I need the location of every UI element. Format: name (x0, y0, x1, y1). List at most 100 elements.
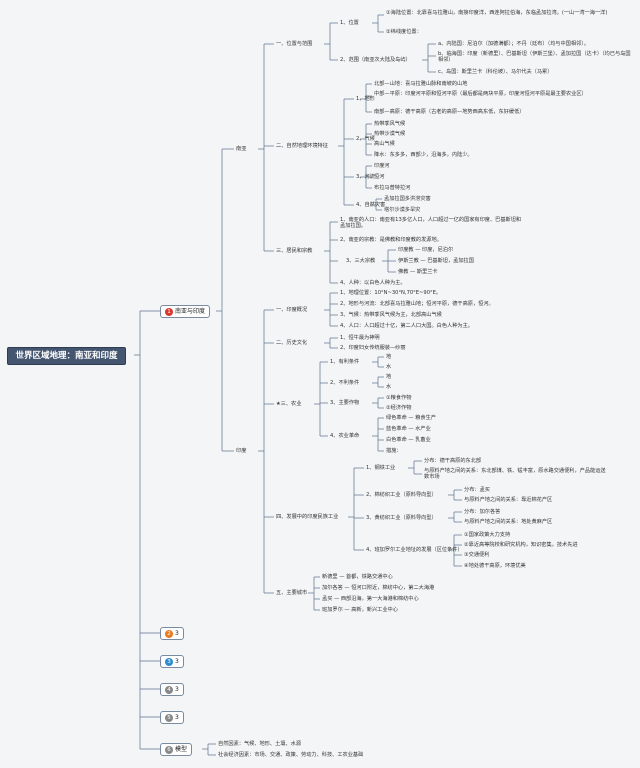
node-disasters[interactable]: 4、自然灾害 (356, 202, 386, 208)
node-major-cities[interactable]: 五、主要城市 (276, 590, 308, 596)
node-jute-distribution[interactable]: 分布：加尔各答 (464, 509, 501, 515)
node-river-brahmaputra[interactable]: 布拉马普特拉河 (374, 185, 411, 191)
node-three-religions[interactable]: 3、三大宗教 (346, 258, 376, 264)
branch-label: 3 (175, 686, 179, 693)
node-rivers[interactable]: 3、河流 (356, 174, 375, 180)
node-population-religion[interactable]: 三、居民和宗教 (276, 248, 313, 254)
node-river-ganges[interactable]: 恒河 (374, 174, 385, 180)
node-revolution-measures[interactable]: 措施： (386, 448, 402, 454)
node-agri-favorable-land[interactable]: 地 (386, 354, 392, 360)
node-terrain-middle[interactable]: 中部—平原：印度河平原和恒河平原（最后都是两块平原，印度河恒河平原是最主要农业区… (374, 91, 587, 97)
node-agri-food-crops[interactable]: ①粮食作物 (386, 395, 412, 401)
node-culture-sari[interactable]: 2、印度妇女传统服装—纱丽 (340, 345, 406, 351)
node-climate-desert[interactable]: 热带沙漠气候 (374, 131, 406, 137)
node-disaster-drought[interactable]: 塔尔沙漠多旱灾 (384, 207, 421, 213)
node-blue-revolution[interactable]: 蓝色革命 — 水产业 (386, 426, 431, 432)
branch-label: 3 (175, 658, 179, 665)
node-hinduism[interactable]: 印度教 — 印度，尼泊尔 (398, 247, 454, 253)
node-model-natural[interactable]: 自然因素：气候、地形、土壤、水源 (218, 741, 302, 747)
node-religion-origin[interactable]: 2、南亚的宗教：是佛教和印度教的发源地。 (340, 237, 442, 243)
node-city-kolkata[interactable]: 加尔各答 — 恒河口附近，棉纺中心，第二大海港 (322, 585, 435, 591)
node-agriculture[interactable]: ★三、农业 (276, 401, 302, 407)
node-cotton-raw-material[interactable]: 与原料产地之间的关系：靠近棉花产区 (464, 497, 553, 503)
node-culture-cow[interactable]: 1、恒牛最为神明 (340, 335, 380, 341)
branch-number-badge: 4 (165, 685, 173, 694)
node-city-new-delhi[interactable]: 新德里 — 首都，铁路交通中心 (322, 574, 393, 580)
node-cotton-industry[interactable]: 2、棉纺织工业（原料导向型） (366, 492, 437, 498)
node-agri-favorable[interactable]: 1、有利条件 (330, 359, 360, 365)
node-jute-raw-material[interactable]: 与原料产地之间的关系：地处黄麻产区 (464, 519, 553, 525)
node-south-asia[interactable]: 南亚 (236, 146, 247, 152)
node-position-latitude[interactable]: ②纬线度位置： (386, 29, 422, 35)
node-india[interactable]: 印度 (236, 448, 247, 454)
branch-label: 模型 (175, 746, 188, 753)
node-natural-features[interactable]: 二、自然地理环境特征 (276, 143, 328, 149)
branch-label: 3 (175, 714, 179, 721)
branch-number-badge: 5 (165, 713, 173, 722)
node-agri-crops[interactable]: 3、主要作物 (330, 400, 360, 406)
node-history-culture[interactable]: 二、历史文化 (276, 340, 308, 346)
node-jute-industry[interactable]: 3、黄纺织工业（原料导向型） (366, 515, 437, 521)
branch-number-badge: 1 (165, 307, 173, 316)
branch-label: 南亚与印度 (175, 308, 206, 315)
node-agri-cash-crops[interactable]: ②经济作物 (386, 405, 412, 411)
node-agri-unfavorable-water[interactable]: 水 (386, 384, 392, 390)
node-river-indus[interactable]: 印度河 (374, 163, 390, 169)
node-race[interactable]: 4、人种：以白色人种为主。 (340, 280, 406, 286)
node-city-mumbai[interactable]: 孟买 — 西部沿海，第一大海港和棉纺中心 (322, 596, 419, 602)
node-green-revolution[interactable]: 绿色革命 — 粮食生产 (386, 415, 436, 421)
node-bangalore-industry[interactable]: 4、班加罗尔工业地址的发展（区位条件） (366, 547, 463, 553)
node-overview-location[interactable]: 1、地理位置：10°N~30°N,70°E~90°E。 (340, 290, 442, 296)
node-india-overview[interactable]: 一、印度概况 (276, 307, 308, 313)
node-city-bangalore[interactable]: 班加罗尔 — 高新，新兴工业中心 (322, 607, 398, 613)
branch-number-badge: 2 (165, 629, 173, 638)
node-steel-industry[interactable]: 1、钢铁工业 (366, 465, 396, 471)
node-steel-raw-material[interactable]: 与原料产地之间的关系：东北部煤、铁、锰丰富，原水路交通便利，产品能运送数市场 (424, 468, 606, 480)
node-bangalore-transport[interactable]: ③交通便利 (464, 552, 490, 558)
node-steel-distribution[interactable]: 分布：德干高原的东北部 (424, 458, 482, 464)
node-range-inland[interactable]: a、内陆国：尼泊尔（加德满都）；不丹（廷布）（均与中国相邻）。 (438, 41, 590, 47)
node-position[interactable]: 1、位置 (340, 20, 359, 26)
node-overview-climate[interactable]: 3、气候：热带季风气候为主，北部高山气候 (340, 312, 442, 318)
node-range-coastal[interactable]: b、临海国：印度（新德里）、巴基斯坦（伊斯兰堡）、孟加拉国（达卡）（均已与岛国相… (438, 51, 631, 63)
node-industry[interactable]: 四、发展中的印度民族工业 (276, 514, 339, 520)
node-model-socioeconomic[interactable]: 社会经济因素：市场、交通、政策、劳动力、科技、工农业基础 (218, 752, 364, 758)
node-climate[interactable]: 2、气候 (356, 136, 375, 142)
node-bangalore-policy[interactable]: ①国家政策大力支持 (464, 532, 511, 538)
node-location-range[interactable]: 一、位置与范围 (276, 41, 313, 47)
node-cotton-distribution[interactable]: 分布：孟买 (464, 487, 490, 493)
node-population[interactable]: 1、南亚的人口：南亚有13多亿人口，人口超过一亿的国家有印度、巴基斯坦和孟加拉国… (340, 217, 522, 229)
node-overview-terrain[interactable]: 2、地形与河流：北部喜马拉雅山地；恒河平原，德干高原，恒河。 (340, 301, 494, 307)
node-white-revolution[interactable]: 白色革命 — 乳畜业 (386, 437, 431, 443)
node-disaster-flood[interactable]: 孟加拉国多洪涝灾害 (384, 196, 431, 202)
node-agri-revolution[interactable]: 4、农业革命 (330, 433, 360, 439)
node-climate-alpine[interactable]: 高山气候 (374, 141, 395, 147)
node-terrain-north[interactable]: 北部—山地：喜马拉雅山脉和南坡的山地 (374, 81, 468, 87)
node-climate-monsoon[interactable]: 热带季风气候 (374, 121, 406, 127)
node-agri-favorable-water[interactable]: 水 (386, 364, 392, 370)
node-climate-rainfall[interactable]: 降水：东多多，西部少，沿海多，内陆少。 (374, 152, 473, 158)
node-agri-unfavorable[interactable]: 2、不利条件 (330, 380, 360, 386)
node-bangalore-environment[interactable]: ④地处德干高原，环境优美 (464, 563, 526, 569)
node-range-island[interactable]: c、岛国：斯里兰卡（科伦坡）、马尔代夫（马累） (438, 69, 553, 75)
node-bangalore-knowledge[interactable]: ②靠近高等院校和研究机构，知识密集，技术先进 (464, 542, 578, 548)
node-overview-population[interactable]: 4、人口：人口超过十亿，第二人口大国。白色人种为主。 (340, 323, 473, 329)
node-terrain[interactable]: 1、地形 (356, 96, 375, 102)
node-islam[interactable]: 伊斯兰教 — 巴基斯坦，孟加拉国 (398, 258, 474, 264)
node-position-sea-land[interactable]: ①海陆位置：北靠喜马拉雅山，南接印度洋，西连阿拉伯海，东临孟加拉湾。(一山一湾一… (386, 10, 608, 16)
node-range[interactable]: 2、范围（南亚次大陆及岛屿） (340, 57, 411, 63)
branch-label: 3 (175, 630, 179, 637)
node-agri-unfavorable-land[interactable]: 地 (386, 374, 392, 380)
branch-number-badge: 6 (165, 745, 173, 754)
root-topic[interactable]: 世界区域地理：南亚和印度 (7, 347, 126, 365)
node-terrain-south[interactable]: 南部—高原：德干高原（古老的高原—地势西高东低，东好缓低） (374, 109, 525, 115)
node-buddhism[interactable]: 佛教 — 斯里兰卡 (398, 269, 438, 275)
